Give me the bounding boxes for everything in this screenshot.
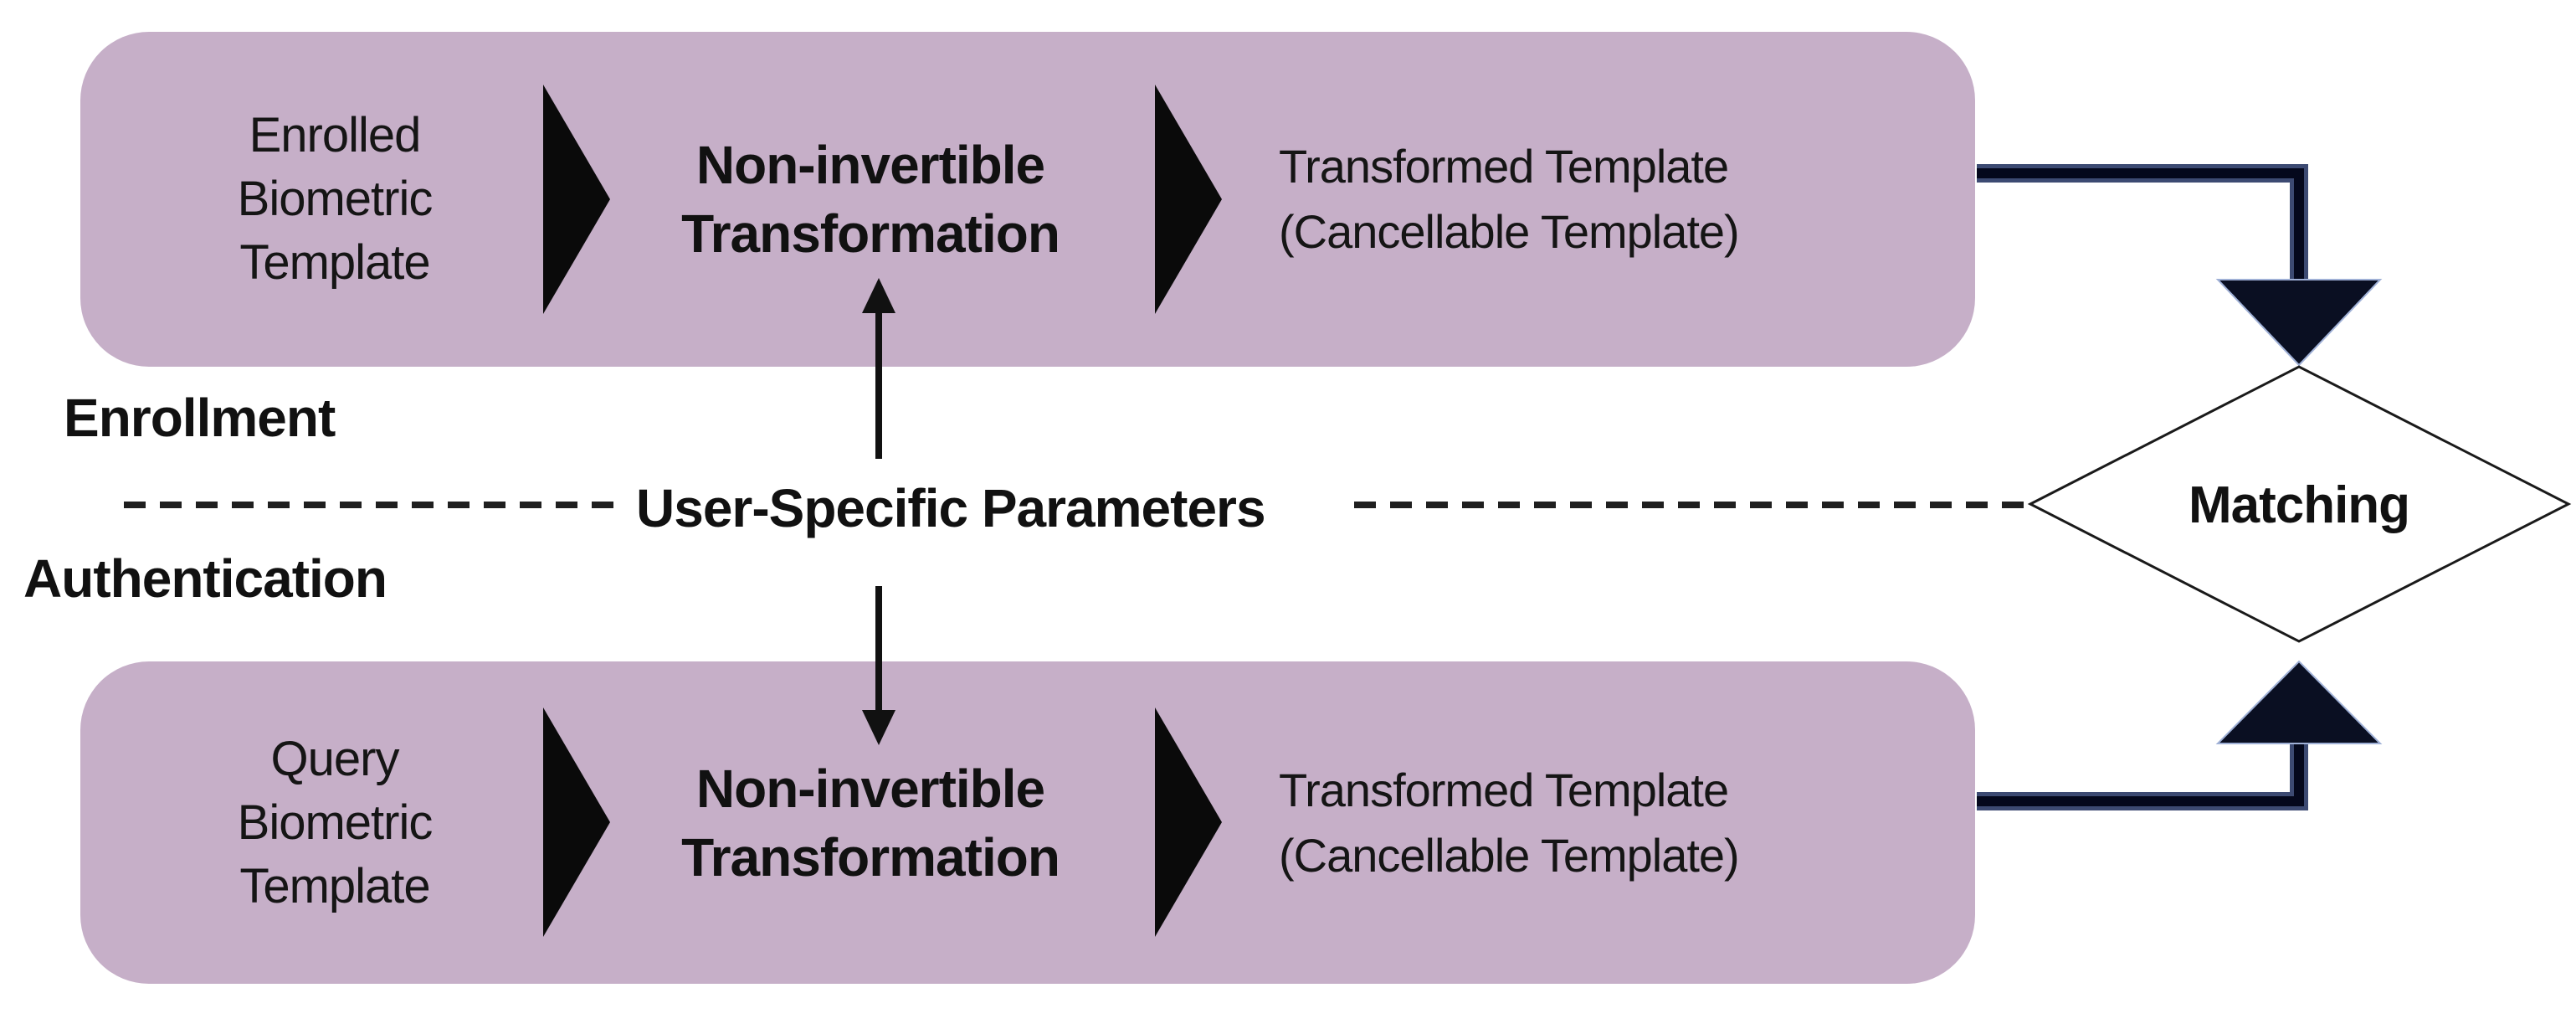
- matching-diamond: [2027, 365, 2572, 643]
- up-arrow-icon: [862, 278, 895, 313]
- text-line: Template: [239, 858, 430, 913]
- text-line: Query: [270, 731, 400, 786]
- authentication-pipeline-box: Query Biometric Template Non-invertible …: [80, 661, 1975, 984]
- enrollment-connector-edge: [1977, 164, 2308, 288]
- text-line: Transformation: [681, 826, 1060, 888]
- authentication-connector-core: [1977, 737, 2304, 806]
- text-line: Non-invertible: [695, 758, 1045, 819]
- text-line: Non-invertible: [695, 135, 1045, 195]
- text-line: (Cancellable Template): [1279, 828, 1740, 882]
- non-invertible-transformation-label: Non-invertible Transformation: [619, 661, 1121, 984]
- up-arrowhead-icon: [2215, 660, 2383, 744]
- text-line: (Cancellable Template): [1279, 205, 1740, 258]
- text-line: Transformed Template: [1279, 763, 1729, 816]
- matching-label: Matching: [2188, 476, 2410, 534]
- transformed-template-label: Transformed Template (Cancellable Templa…: [1279, 661, 1881, 984]
- authentication-connector-edge: [1977, 737, 2308, 810]
- down-arrow-icon: [862, 710, 895, 745]
- enrollment-connector-core: [1977, 168, 2304, 288]
- text-line: Biometric: [237, 795, 434, 850]
- enrollment-stage-label: Enrollment: [64, 388, 336, 448]
- text-line: Biometric: [237, 172, 434, 226]
- query-biometric-template-label: Query Biometric Template: [100, 661, 569, 984]
- text-line: Transformed Template: [1279, 140, 1729, 193]
- text-line: Template: [239, 235, 430, 290]
- user-specific-parameters-label: User-Specific Parameters: [636, 478, 1266, 538]
- transformed-template-label: Transformed Template (Cancellable Templa…: [1279, 32, 1881, 367]
- text-line: Transformation: [681, 203, 1060, 264]
- non-invertible-transformation-label: Non-invertible Transformation: [619, 32, 1121, 367]
- enrollment-pipeline-box: Enrolled Biometric Template Non-invertib…: [80, 32, 1975, 367]
- authentication-stage-label: Authentication: [23, 548, 387, 609]
- text-line: Enrolled: [249, 108, 422, 162]
- enrolled-biometric-template-label: Enrolled Biometric Template: [100, 32, 569, 367]
- down-arrowhead-icon: [2215, 279, 2383, 367]
